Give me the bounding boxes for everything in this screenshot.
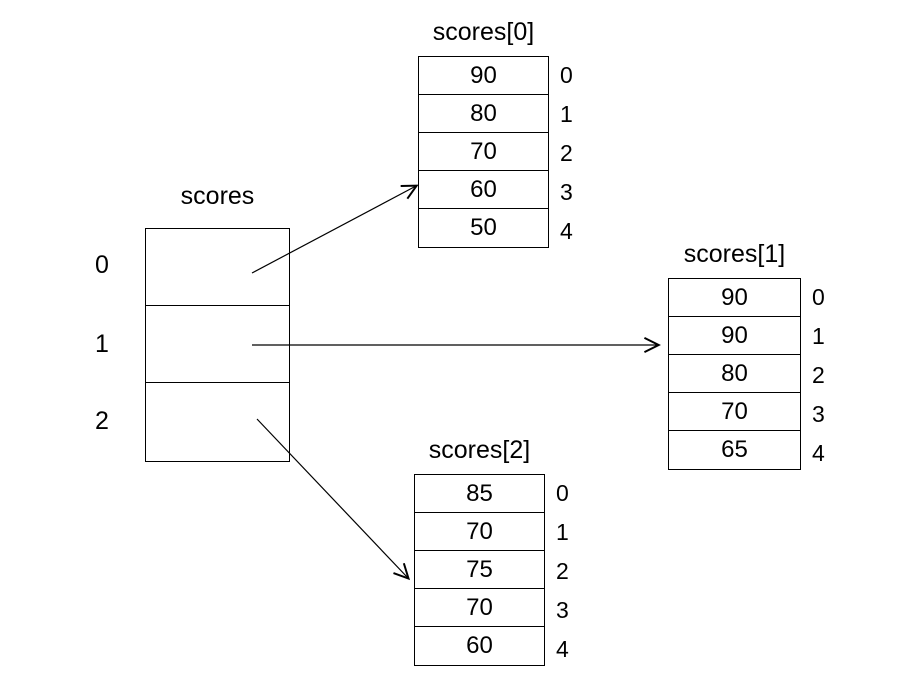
scores1-cell-1: 90 — [669, 317, 800, 355]
scores1-index-0: 0 — [812, 284, 825, 310]
main-array-title: scores — [180, 182, 255, 210]
main-array-cell-1 — [146, 306, 289, 383]
scores0-index-1: 1 — [560, 101, 573, 127]
scores2-index-1: 1 — [556, 519, 569, 545]
scores2-index-0: 0 — [556, 480, 569, 506]
scores1-index-4: 4 — [812, 440, 825, 466]
scores0-table: 90 80 70 60 50 — [418, 56, 549, 248]
scores1-title: scores[1] — [683, 240, 786, 268]
scores2-index-4: 4 — [556, 636, 569, 662]
scores2-index-column: 0 1 2 3 4 — [556, 474, 569, 669]
main-array-cell-0 — [146, 229, 289, 306]
scores0-index-2: 2 — [560, 140, 573, 166]
scores1-cell-2: 80 — [669, 355, 800, 393]
scores2-cell-0: 85 — [415, 475, 544, 513]
main-array-index-2: 2 — [95, 407, 109, 435]
scores2-index-2: 2 — [556, 558, 569, 584]
scores2-index-3: 3 — [556, 597, 569, 623]
scores0-cell-4: 50 — [470, 214, 497, 241]
scores0-cell-2: 70 — [419, 133, 548, 171]
scores1-cell-0: 90 — [669, 279, 800, 317]
scores2-table: 85 70 75 70 60 — [414, 474, 545, 666]
scores1-index-1: 1 — [812, 323, 825, 349]
scores0-index-0: 0 — [560, 62, 573, 88]
scores0-cell-0: 90 — [419, 57, 548, 95]
scores1-cell-4: 65 — [721, 436, 748, 463]
scores1-table: 90 90 80 70 65 — [668, 278, 801, 470]
scores1-cell-3: 70 — [669, 393, 800, 431]
scores2-cell-2: 75 — [415, 551, 544, 589]
main-array-index-1: 1 — [95, 330, 109, 358]
main-array-cell-2 — [146, 383, 289, 459]
scores1-index-2: 2 — [812, 362, 825, 388]
scores2-cell-1: 70 — [415, 513, 544, 551]
scores0-index-3: 3 — [560, 179, 573, 205]
scores2-cell-3: 70 — [415, 589, 544, 627]
scores0-title: scores[0] — [432, 18, 535, 46]
main-array-box — [145, 228, 290, 462]
scores2-title: scores[2] — [428, 436, 531, 464]
main-array-index-0: 0 — [95, 251, 109, 279]
scores0-cell-3: 60 — [419, 171, 548, 209]
scores0-index-4: 4 — [560, 218, 573, 244]
scores2-cell-4: 60 — [466, 632, 493, 659]
scores1-index-3: 3 — [812, 401, 825, 427]
scores1-index-column: 0 1 2 3 4 — [812, 278, 825, 473]
scores0-cell-1: 80 — [419, 95, 548, 133]
scores0-index-column: 0 1 2 3 4 — [560, 56, 573, 251]
